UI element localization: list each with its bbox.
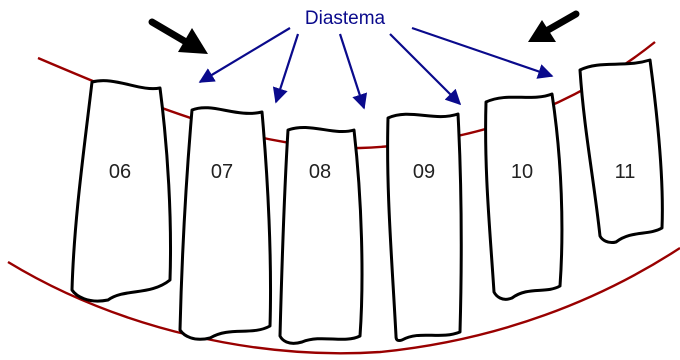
pointer-gap-07-08 bbox=[276, 34, 298, 102]
pointer-gap-09-10 bbox=[390, 34, 460, 104]
tooth-08-label: 08 bbox=[309, 161, 331, 183]
diastema-pointers bbox=[200, 28, 552, 108]
right-force-arrow bbox=[528, 14, 576, 42]
tooth-07: 07 bbox=[180, 108, 271, 340]
tooth-06: 06 bbox=[72, 81, 171, 301]
tooth-11-label: 11 bbox=[615, 161, 636, 183]
diastema-title: Diastema bbox=[305, 8, 386, 29]
tooth-09-label: 09 bbox=[413, 161, 435, 183]
pointer-gap-08-09 bbox=[340, 34, 364, 108]
left-force-arrow bbox=[152, 22, 208, 54]
pointer-gap-10-11 bbox=[412, 28, 552, 76]
tooth-09-outline bbox=[388, 114, 462, 341]
tooth-08-outline bbox=[280, 127, 362, 343]
tooth-11: 11 bbox=[580, 60, 662, 243]
tooth-10-label: 10 bbox=[511, 161, 533, 183]
tooth-07-outline bbox=[180, 108, 271, 340]
tooth-10-outline bbox=[486, 94, 562, 299]
tooth-09: 09 bbox=[388, 114, 462, 341]
tooth-07-label: 07 bbox=[211, 161, 233, 183]
tooth-11-outline bbox=[580, 60, 662, 243]
pointer-gap-06-07 bbox=[200, 28, 290, 82]
tooth-06-label: 06 bbox=[109, 161, 131, 183]
tooth-06-outline bbox=[72, 81, 171, 301]
tooth-08: 08 bbox=[280, 127, 362, 343]
tooth-10: 10 bbox=[486, 94, 562, 299]
